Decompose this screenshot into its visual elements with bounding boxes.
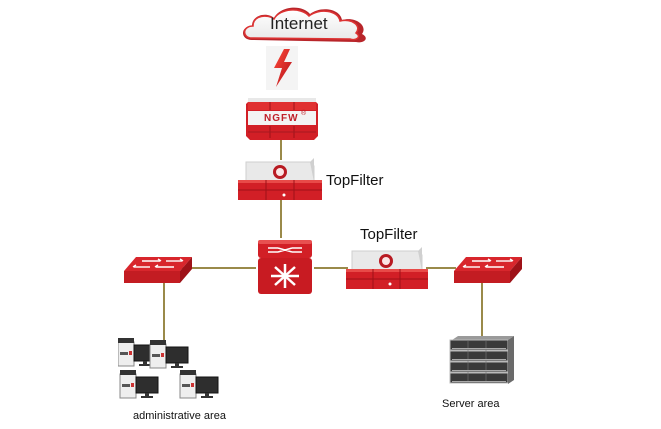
switch-right[interactable] (450, 255, 522, 285)
internet-cloud: Internet (238, 4, 374, 46)
switch-icon (454, 257, 522, 283)
server-rack-icon (449, 336, 514, 384)
filter-appliance-icon (346, 247, 428, 289)
switch-icon (124, 257, 192, 283)
server-area-rack[interactable] (448, 336, 516, 388)
cloud-icon (243, 7, 366, 43)
layer3-switch-icon (258, 240, 312, 294)
internet-label: Internet (270, 14, 328, 33)
topfilter-top-label: TopFilter (326, 172, 384, 189)
wan-link (266, 46, 298, 90)
topfilter-right[interactable] (346, 247, 428, 291)
core-switch[interactable] (256, 238, 314, 296)
switch-left[interactable] (120, 255, 192, 285)
workstations-icon (118, 338, 219, 399)
lightning-icon (266, 46, 298, 90)
ngfw-firewall[interactable]: NGFW ® (246, 96, 318, 140)
ngfw-label: NGFW (264, 113, 299, 124)
filter-appliance-icon (238, 158, 322, 200)
admin-area-label: administrative area (133, 410, 226, 422)
server-area-label: Server area (442, 398, 500, 410)
topfilter-top[interactable] (238, 158, 322, 202)
topfilter-right-label: TopFilter (360, 226, 418, 243)
registered-mark: ® (301, 110, 307, 117)
firewall-icon (246, 98, 318, 140)
admin-area-workstations[interactable] (118, 338, 228, 406)
